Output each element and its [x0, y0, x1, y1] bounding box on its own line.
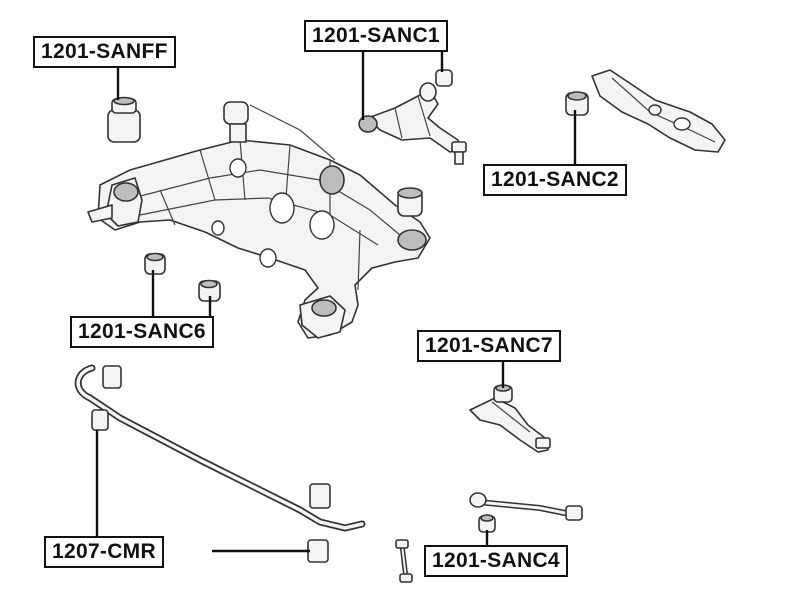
leader-lines	[95, 52, 577, 553]
callout-1201-sanc4: 1201-SANC4	[424, 545, 568, 577]
stabilizer-bar-icon	[74, 364, 366, 563]
control-arm-sanc1-icon	[358, 69, 467, 165]
callout-1201-sanc2: 1201-SANC2	[483, 164, 627, 196]
callout-1201-sanff: 1201-SANFF	[33, 36, 176, 68]
control-arm-sanc7-icon	[469, 384, 551, 453]
rear-subframe-icon	[87, 101, 431, 339]
control-arm-sanc2-icon	[565, 69, 726, 153]
stabilizer-link-icon	[395, 539, 413, 583]
callout-1201-sanc1: 1201-SANC1	[304, 20, 448, 52]
control-arm-sanc4-icon	[469, 492, 583, 533]
bushing-sanc6-icon	[144, 252, 221, 302]
bushing-sanff-icon	[107, 96, 141, 143]
callout-1207-cmr: 1207-CMR	[44, 536, 164, 568]
callout-1201-sanc6: 1201-SANC6	[70, 316, 214, 348]
callout-1201-sanc7: 1201-SANC7	[417, 330, 561, 362]
